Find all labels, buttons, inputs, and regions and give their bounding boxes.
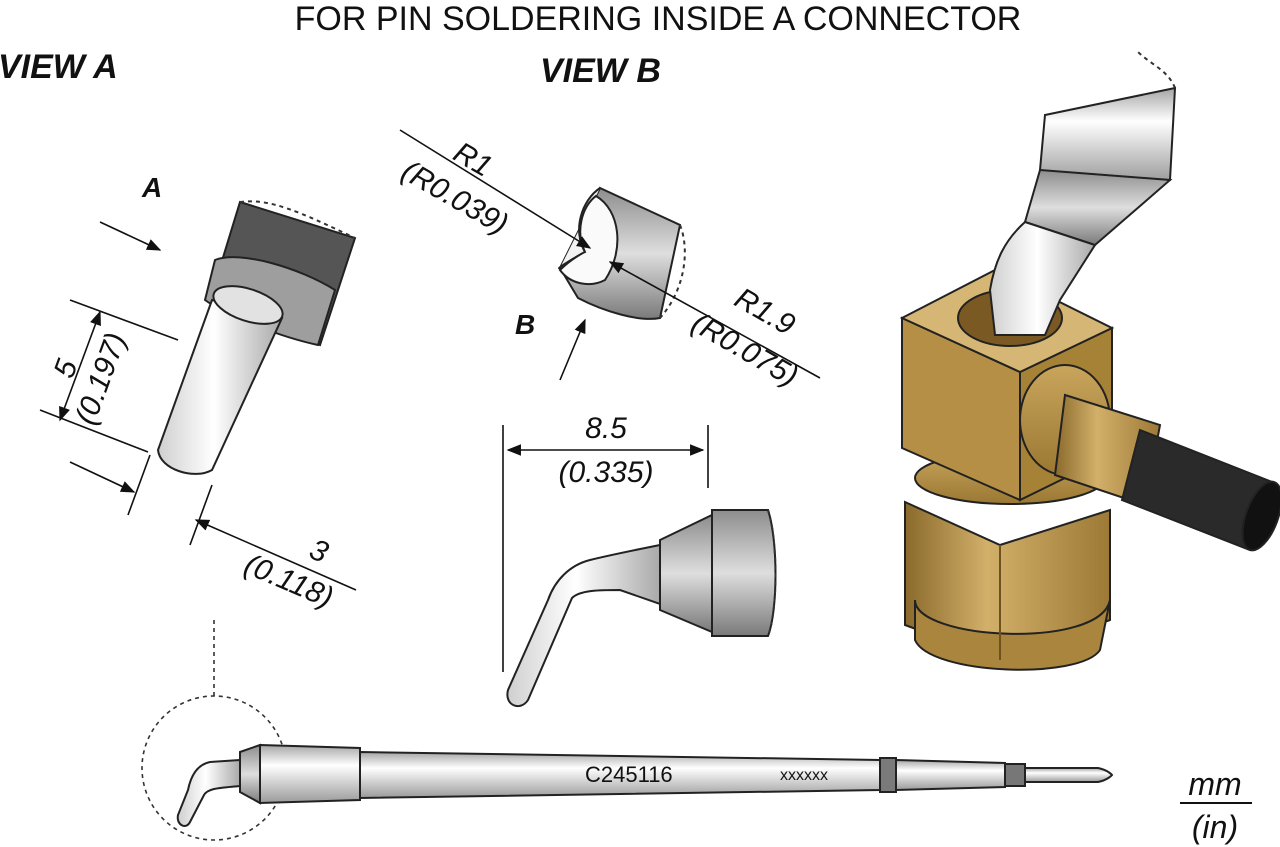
diagram-title: FOR PIN SOLDERING INSIDE A CONNECTOR [295,0,1022,38]
connector-illustration [899,51,1280,671]
unit-mm: mm [1188,766,1241,802]
side-view-reach-mm: 8.5 [585,412,627,445]
cartridge-illustration: C245116 xxxxxx [141,620,1114,841]
cartridge-part-number: C245116 [585,762,673,787]
view-b-label: VIEW B [540,52,661,90]
view-b-radius-small-dimension: R1 (R0.039) [396,129,592,249]
view-b-marker: B [515,309,535,340]
units-legend: mm (in) [1180,766,1252,845]
view-b-radius-small-mm: R1 [448,136,498,184]
side-view-tip [506,509,777,708]
view-a-arrow [99,221,162,251]
view-b-arrow [559,318,586,381]
view-a-marker: A [141,172,162,203]
view-a-width-dimension: 3 (0.118) [69,454,357,615]
side-view-reach-in: (0.335) [558,456,653,489]
view-a-width-mm: 3 [305,533,334,570]
view-a-length-mm: 5 [48,355,85,382]
view-a-label: VIEW A [0,48,118,86]
cartridge-lot-code: xxxxxx [780,767,828,784]
view-a-tip [156,200,357,475]
view-b-tip [558,186,686,320]
unit-in: (in) [1192,809,1238,845]
view-a-length-dimension: 5 (0.197) [39,299,179,453]
side-view-dimension: 8.5 (0.335) [502,412,709,672]
